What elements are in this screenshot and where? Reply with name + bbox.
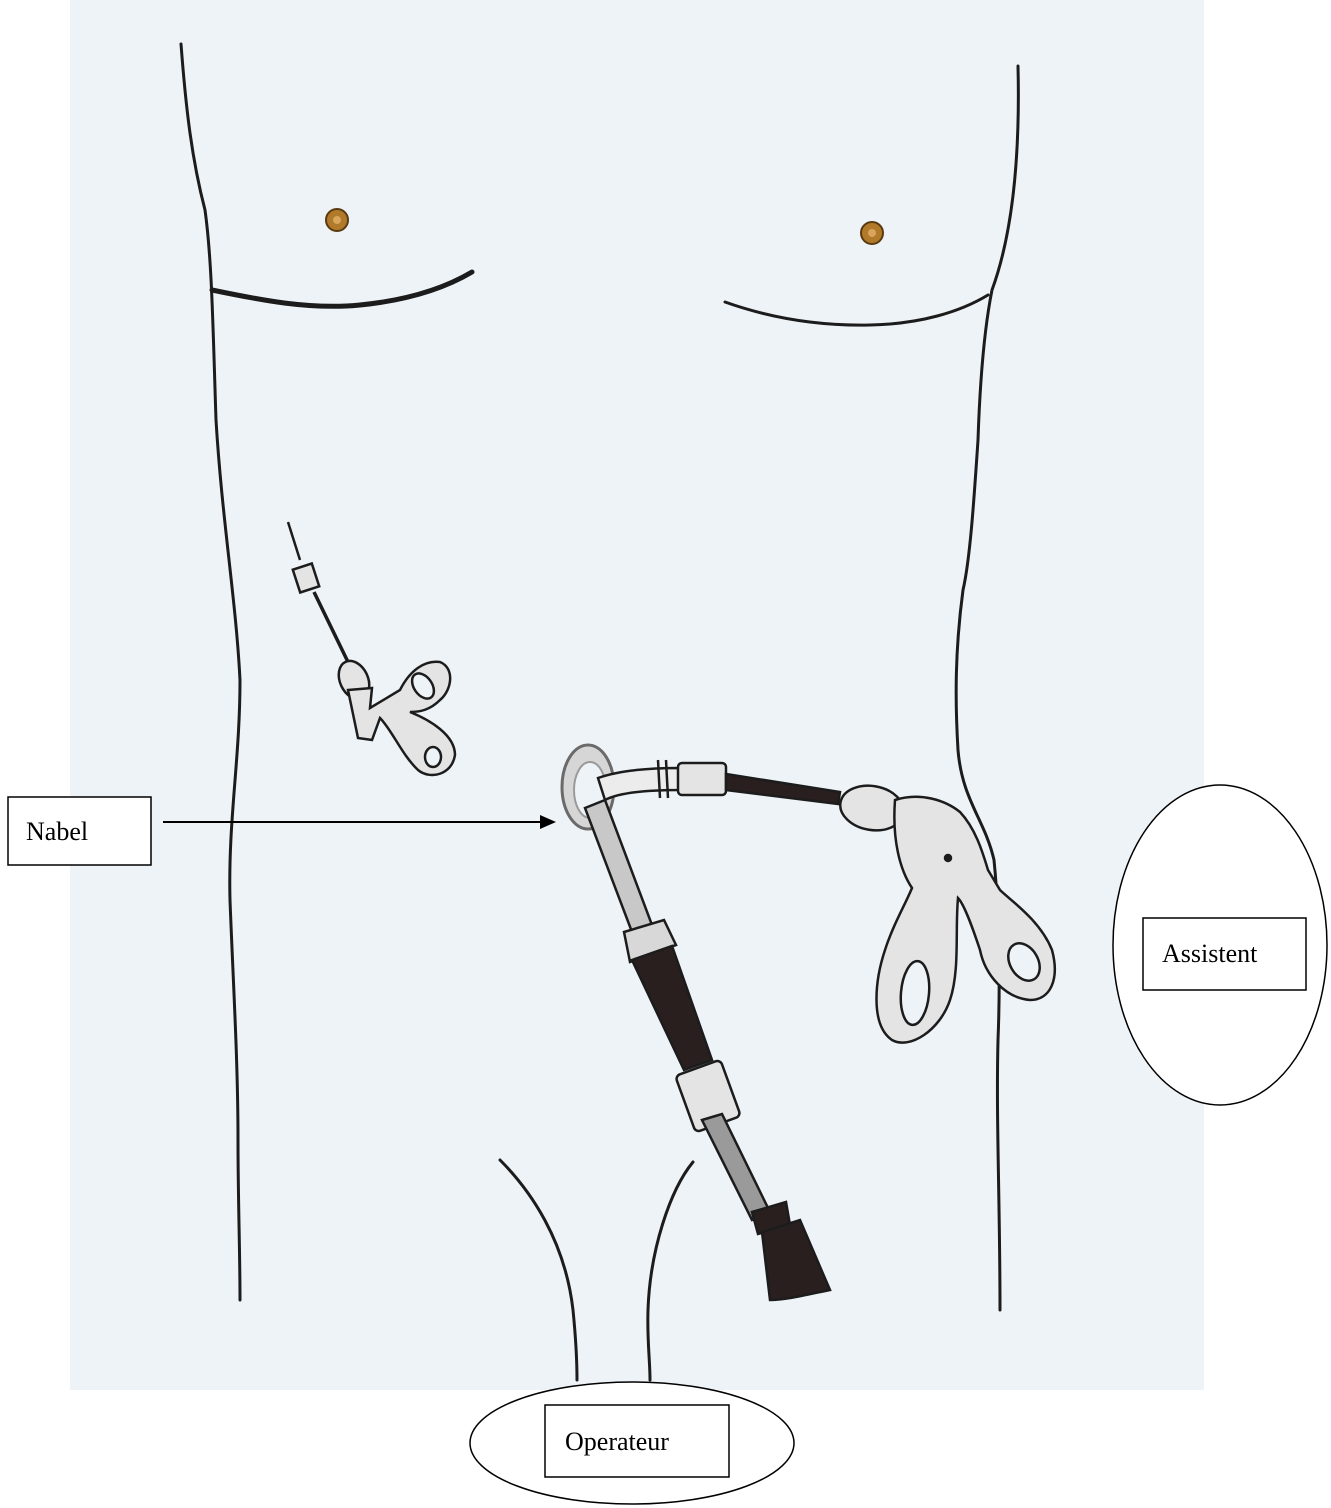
left-nipple [326,209,348,231]
right-nipple [861,222,883,244]
operator-label: Operateur [565,1427,669,1456]
navel-label: Nabel [26,817,88,846]
assistant-position: Assistent [1113,785,1327,1105]
operator-position: Operateur [470,1382,794,1504]
assistant-label: Assistent [1162,939,1258,968]
